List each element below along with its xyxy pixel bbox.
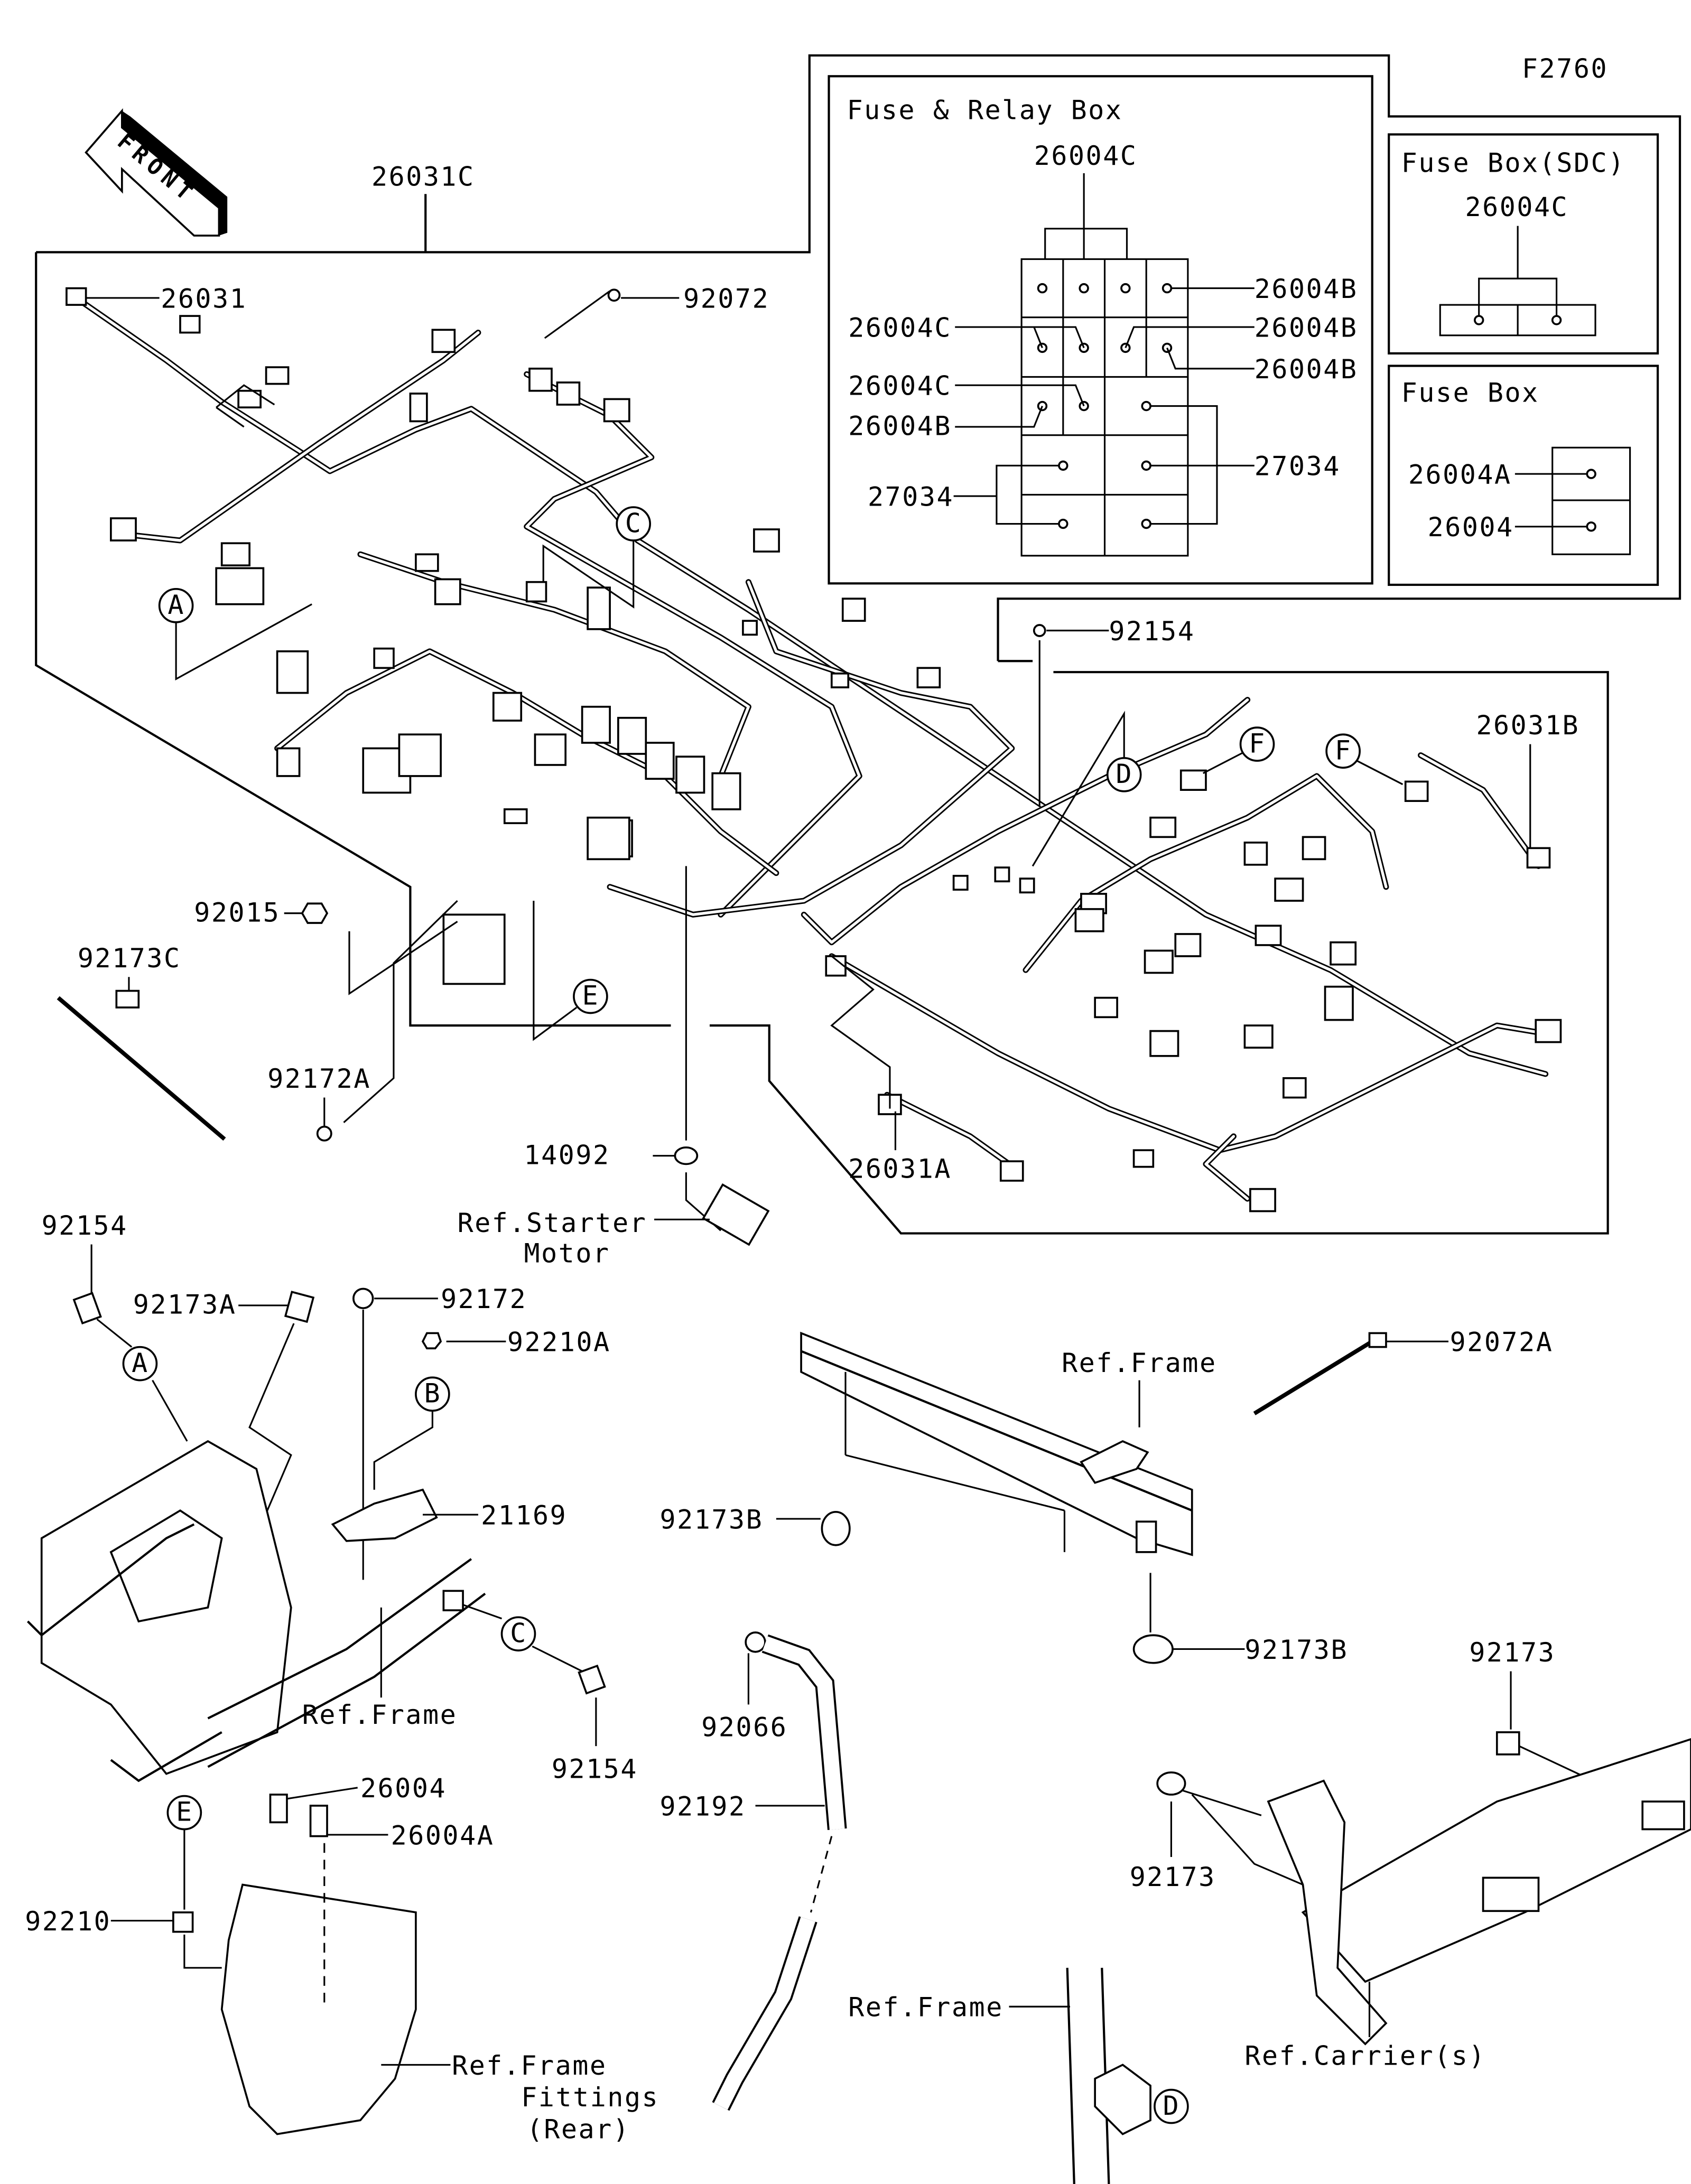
label-92173-left: 92173 [1130,1862,1216,1892]
label-26004C-left-1: 26004C [848,312,952,343]
label-26004C-sdc: 26004C [1465,192,1568,222]
label-92154-top: 92154 [1109,616,1195,647]
callout-C-top: C [625,508,643,538]
ref-carrier: Ref.Carrier(s) [1244,2040,1486,2071]
callout-C-bottom: C [510,1618,527,1648]
label-92154-left: 92154 [42,1210,128,1241]
label-92210A: 92210A [507,1327,611,1358]
ref-frame-fittings-3: (Rear) [527,2114,630,2144]
label-21169: 21169 [481,1500,567,1530]
figure-code: F2760 [1522,53,1608,84]
label-26004B-3: 26004B [1255,354,1358,385]
label-92154-bottom: 92154 [552,1753,638,1784]
callout-D-bottom: D [1163,2090,1181,2121]
label-92210: 92210 [25,1906,111,1937]
label-26031A: 26031A [848,1154,952,1184]
label-92173B-right: 92173B [1244,1635,1348,1665]
fuse-box-panel: Fuse Box 26004A 26004 [1388,365,1659,586]
label-27034-left: 27034 [868,481,954,512]
label-26004A-fusebox: 26004A [1408,459,1512,490]
label-92072: 92072 [683,283,769,314]
callout-F-2: F [1335,735,1352,766]
callout-A-top: A [168,590,185,620]
label-14092: 14092 [524,1140,610,1170]
label-92172: 92172 [441,1284,527,1314]
label-92066: 92066 [701,1712,787,1743]
lower-left-frame-section: 92154 A 92173A 92172 92210A B 21169 Ref.… [26,1210,638,1784]
wire-harness [66,287,1562,1212]
fuse-box-sdc-title: Fuse Box(SDC) [1401,147,1625,178]
label-26031B: 26031B [1476,710,1579,741]
label-26004B-2: 26004B [1255,312,1358,343]
label-92015: 92015 [194,897,280,928]
label-26004A-bottom: 26004A [391,1820,495,1851]
label-26004B-left: 26004B [848,411,952,442]
callout-D-top: D [1116,759,1133,789]
harness-part-labels: 26031 92072 A C E D F F 26031B 92154 920… [57,283,1579,1269]
label-26031: 26031 [161,283,247,314]
label-92173A: 92173A [133,1290,237,1320]
label-92172A: 92172A [267,1063,371,1094]
label-92192: 92192 [660,1791,746,1822]
ref-frame-fittings-1: Ref.Frame [452,2050,607,2081]
ref-starter-line1: Ref.Starter [458,1208,647,1238]
fuse-box-sdc-panel: Fuse Box(SDC) 26004C [1388,133,1659,354]
label-92173B-left: 92173B [660,1504,764,1535]
callout-E-top: E [582,981,600,1011]
main-harness-outline: 26031C [35,54,1681,1235]
fuse-terminals [1037,283,1173,529]
ref-frame-fittings-2: Fittings [521,2082,659,2113]
label-26004-bottom: 26004 [360,1773,447,1804]
callout-E-bottom: E [176,1797,193,1827]
callout-B: B [424,1378,442,1409]
front-arrow-icon: FRONT [85,108,228,237]
callout-A-bottom: A [132,1348,149,1378]
label-26031C: 26031C [371,161,475,192]
callout-F-1: F [1249,728,1266,759]
rear-frame-fittings-section: 26004 26004A E 92210 Ref.Frame Fittings … [25,1773,659,2144]
lower-right-frame-section: Ref.Frame 92072A 92173B 92173B 92066 921… [660,1327,1691,2184]
label-26004C-top: 26004C [1034,141,1138,171]
ref-frame-right: Ref.Frame [1062,1348,1217,1378]
fuse-relay-box-title: Fuse & Relay Box [847,95,1123,126]
connector-icons [66,287,1562,1212]
label-92173C: 92173C [78,943,181,974]
ref-starter-line2: Motor [524,1238,610,1269]
label-27034-right: 27034 [1255,451,1341,482]
label-92173-top: 92173 [1469,1637,1555,1668]
ref-frame-bottom: Ref.Frame [848,1992,1004,2023]
label-92072A: 92072A [1450,1327,1554,1358]
label-26004B-1: 26004B [1255,274,1358,304]
ref-frame-left: Ref.Frame [302,1700,458,1730]
label-26004-fusebox: 26004 [1428,512,1514,543]
fuse-relay-box-panel: Fuse & Relay Box 26004C 26004B 2 [828,75,1373,585]
fuse-box-title: Fuse Box [1401,378,1539,408]
label-26004C-left-2: 26004C [848,371,952,402]
